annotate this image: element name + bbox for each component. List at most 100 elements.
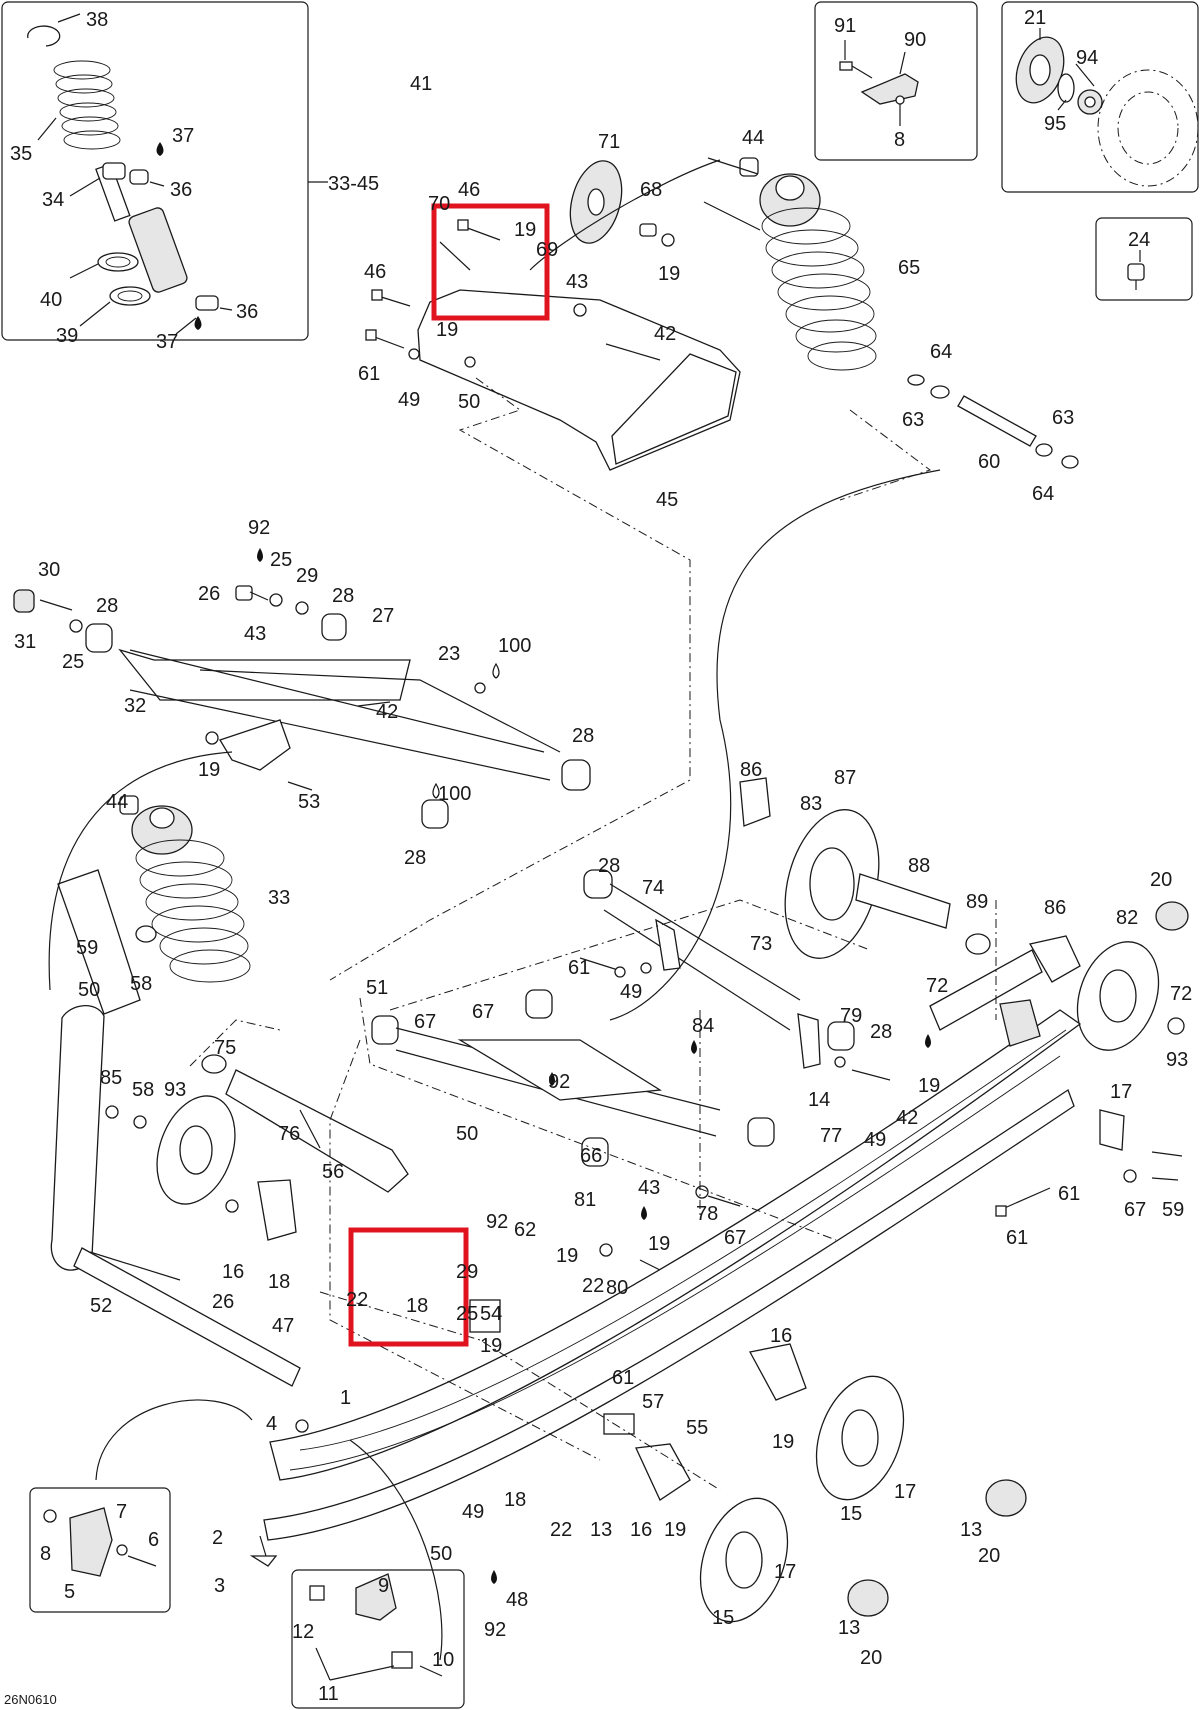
part-label: 93 (164, 1079, 186, 1101)
slide-rail-assembly (249, 949, 1183, 1567)
part-label: 17 (774, 1561, 796, 1583)
part-label: 38 (86, 9, 108, 31)
part-label: 92 (486, 1211, 508, 1233)
part-label: 86 (1044, 897, 1066, 919)
lubricant-drop-icons (257, 548, 931, 1584)
part-label: 37 (156, 331, 178, 353)
part-number-labels: 38 41 35 37 34 36 33-45 40 39 37 36 91 9… (10, 7, 1192, 1705)
part-label: 77 (820, 1125, 842, 1147)
part-label: 26 (212, 1291, 234, 1313)
idler-wheels (105, 777, 1189, 1623)
part-label: 31 (14, 631, 36, 653)
part-label: 73 (750, 933, 772, 955)
part-label: 24 (1128, 229, 1150, 251)
part-label: 64 (930, 341, 952, 363)
part-label: 67 (414, 1011, 436, 1033)
part-label: 67 (1124, 1199, 1146, 1221)
part-label: 21 (1024, 7, 1046, 29)
part-label: 1 (340, 1387, 351, 1409)
middle-arm-assembly (13, 585, 591, 829)
part-label: 20 (1150, 869, 1172, 891)
part-label: 37 (172, 125, 194, 147)
part-label: 74 (642, 877, 664, 899)
part-label: 67 (724, 1227, 746, 1249)
inset-box-slider-shoe (814, 1, 978, 161)
part-label: 22 (582, 1275, 604, 1297)
part-label: 49 (620, 981, 642, 1003)
part-label: 92 (484, 1619, 506, 1641)
part-label: 10 (432, 1649, 454, 1671)
part-label: 15 (712, 1607, 734, 1629)
part-label: 46 (458, 179, 480, 201)
part-label: 61 (1006, 1227, 1028, 1249)
part-label: 89 (966, 891, 988, 913)
part-label: 49 (398, 389, 420, 411)
part-label: 80 (606, 1277, 628, 1299)
part-label: 72 (1170, 983, 1192, 1005)
part-label: 28 (332, 585, 354, 607)
part-label: 11 (318, 1683, 339, 1705)
part-label: 18 (504, 1489, 526, 1511)
part-label: 41 (410, 73, 432, 95)
part-label: 50 (458, 391, 480, 413)
part-label: 20 (978, 1545, 1000, 1567)
part-label: 19 (658, 263, 680, 285)
part-label: 15 (840, 1503, 862, 1525)
part-label: 17 (1110, 1081, 1132, 1103)
part-label: 70 (428, 193, 450, 215)
part-label: 59 (1162, 1199, 1184, 1221)
part-label: 2 (212, 1527, 223, 1549)
part-label: 43 (638, 1177, 660, 1199)
part-label: 61 (568, 957, 590, 979)
part-label: 3 (214, 1575, 225, 1597)
part-label: 49 (864, 1129, 886, 1151)
part-label: 8 (40, 1543, 51, 1565)
part-label: 18 (406, 1295, 428, 1317)
part-label: 19 (772, 1431, 794, 1453)
part-label: 81 (574, 1189, 596, 1211)
part-label: 46 (364, 261, 386, 283)
part-label: 61 (612, 1367, 634, 1389)
part-label: 19 (664, 1519, 686, 1541)
part-label: 25 (456, 1303, 478, 1325)
part-label: 28 (870, 1021, 892, 1043)
part-label: 88 (908, 855, 930, 877)
part-label: 75 (214, 1037, 236, 1059)
part-label: 61 (1058, 1183, 1080, 1205)
part-label: 55 (686, 1417, 708, 1439)
part-label: 39 (56, 325, 78, 347)
part-label: 63 (902, 409, 924, 431)
part-label: 51 (366, 977, 388, 999)
inset-box-part-5 (29, 1487, 171, 1613)
part-label: 22 (346, 1289, 368, 1311)
part-label: 71 (598, 131, 620, 153)
part-label: 50 (78, 979, 100, 1001)
part-label: 27 (372, 605, 394, 627)
part-label: 42 (654, 323, 676, 345)
part-label: 5 (64, 1581, 75, 1603)
part-label: 40 (40, 289, 62, 311)
part-label: 82 (1116, 907, 1138, 929)
part-label: 13 (960, 1519, 982, 1541)
part-label: 35 (10, 143, 32, 165)
part-label: 29 (296, 565, 318, 587)
part-label: 60 (978, 451, 1000, 473)
part-label: 28 (572, 725, 594, 747)
part-label: 92 (548, 1071, 570, 1093)
part-label: 67 (472, 1001, 494, 1023)
part-label: 86 (740, 759, 762, 781)
part-label: 9 (378, 1575, 389, 1597)
part-label: 47 (272, 1315, 294, 1337)
part-label: 50 (456, 1123, 478, 1145)
part-label: 49 (462, 1501, 484, 1523)
inset-box-part-9 (291, 1569, 465, 1709)
part-label: 45 (656, 489, 678, 511)
part-label: 18 (268, 1271, 290, 1293)
part-label: 44 (742, 127, 764, 149)
drawing-code: 26N0610 (4, 1692, 57, 1707)
part-label: 53 (298, 791, 320, 813)
part-label: 95 (1044, 113, 1066, 135)
part-label: 100 (498, 635, 531, 657)
part-label: 25 (270, 549, 292, 571)
